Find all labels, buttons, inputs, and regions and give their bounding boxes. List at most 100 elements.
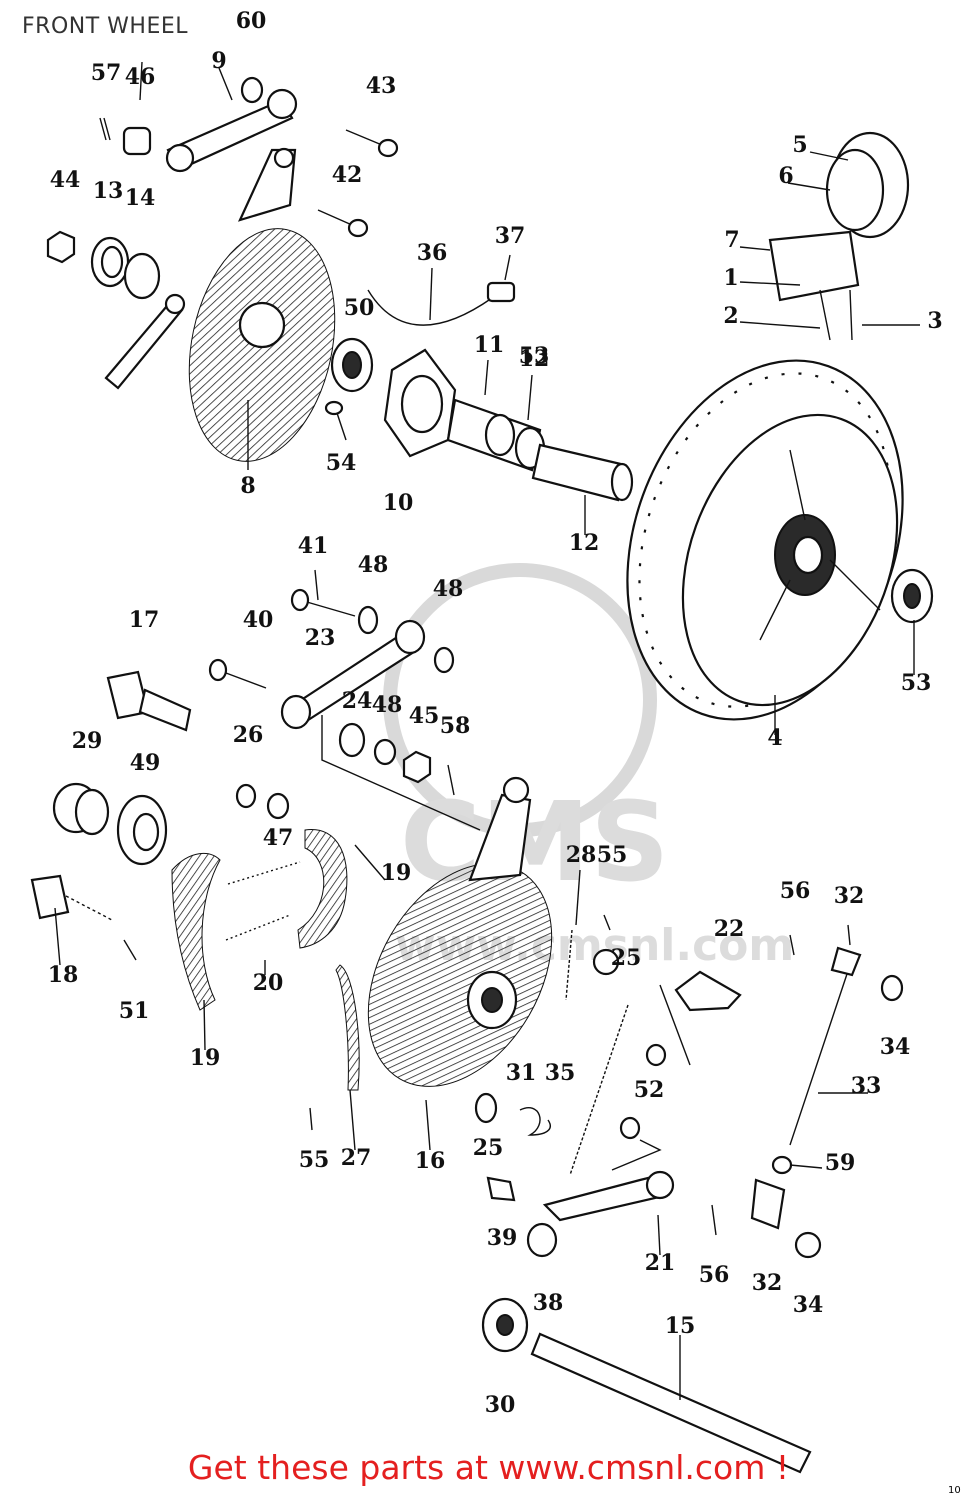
part-number-label[interactable]: 3 (927, 308, 942, 334)
collar-24 (338, 722, 366, 758)
part-number-label[interactable]: 53 (901, 670, 932, 696)
axle-spacers (446, 398, 634, 502)
part-number-label[interactable]: 56 (780, 878, 811, 904)
bearing-53-right (890, 568, 934, 624)
part-number-label[interactable]: 33 (851, 1073, 882, 1099)
part-number-label[interactable]: 46 (125, 64, 156, 90)
part-number-label[interactable]: 31 (506, 1060, 537, 1086)
part-number-label[interactable]: 36 (417, 240, 448, 266)
front-axle (530, 1332, 812, 1474)
part-number-label[interactable]: 10 (383, 490, 414, 516)
part-number-label[interactable]: 53 (519, 343, 550, 369)
part-number-label[interactable]: 20 (253, 970, 284, 996)
washer-48b (433, 646, 455, 674)
part-number-label[interactable]: 5 (792, 132, 807, 158)
part-number-label[interactable]: 39 (487, 1225, 518, 1251)
part-number-label[interactable]: 27 (341, 1145, 372, 1171)
part-number-label[interactable]: 48 (358, 552, 389, 578)
part-number-label[interactable]: 13 (93, 178, 124, 204)
part-number-label[interactable]: 48 (433, 576, 464, 602)
part-number-label[interactable]: 9 (211, 48, 226, 74)
part-number-label[interactable]: 54 (326, 450, 357, 476)
part-number-label[interactable]: 7 (724, 227, 739, 253)
part-number-label[interactable]: 60 (236, 8, 267, 34)
part-number-label[interactable]: 8 (240, 473, 255, 499)
part-number-label[interactable]: 22 (714, 916, 745, 942)
brake-shoe-right (297, 829, 348, 949)
part-number-label[interactable]: 19 (381, 860, 412, 886)
part-number-label[interactable]: 24 (342, 688, 373, 714)
retainer-plate-10 (383, 348, 457, 458)
bolt-52 (619, 1043, 667, 1140)
part-number-label[interactable]: 16 (415, 1148, 446, 1174)
part-number-label[interactable]: 11 (474, 332, 505, 358)
part-number-label[interactable]: 34 (880, 1034, 911, 1060)
part-number-label[interactable]: 2 (723, 303, 738, 329)
part-number-label[interactable]: 40 (243, 607, 274, 633)
brake-arm-21 (542, 1170, 675, 1222)
washer-25a (592, 948, 620, 976)
part-number-label[interactable]: 55 (597, 842, 628, 868)
bolt-40 (208, 658, 267, 689)
part-number-label[interactable]: 1 (723, 265, 738, 291)
part-number-label[interactable]: 15 (665, 1313, 696, 1339)
part-number-label[interactable]: 58 (440, 713, 471, 739)
part-number-label[interactable]: 41 (298, 533, 329, 559)
screw-54 (324, 400, 347, 441)
brake-shoe-left (171, 852, 221, 1011)
part-number-label[interactable]: 37 (495, 223, 526, 249)
part-number-label[interactable]: 42 (332, 162, 363, 188)
washer-48a (357, 605, 379, 635)
bolt-43 (345, 129, 399, 158)
seal-49 (116, 794, 168, 866)
part-number-label[interactable]: 17 (129, 607, 160, 633)
pin-39 (486, 1176, 516, 1202)
part-number-label[interactable]: 4 (767, 725, 782, 751)
part-number-label[interactable]: 12 (569, 530, 600, 556)
bolt-34b (794, 1231, 822, 1259)
part-number-label[interactable]: 14 (125, 185, 156, 211)
return-springs (225, 861, 301, 941)
part-number-label[interactable]: 52 (634, 1077, 665, 1103)
part-number-label[interactable]: 21 (645, 1250, 676, 1276)
brake-rod-33 (789, 946, 862, 1146)
part-number-label[interactable]: 32 (752, 1270, 783, 1296)
part-number-label[interactable]: 6 (778, 163, 793, 189)
dust-seal-27 (335, 964, 360, 1091)
part-number-label[interactable]: 49 (130, 750, 161, 776)
part-number-label[interactable]: 25 (611, 945, 642, 971)
wheel-rim (626, 359, 904, 721)
part-number-label[interactable]: 47 (263, 825, 294, 851)
pin-58 (447, 764, 455, 796)
part-number-label[interactable]: 29 (72, 728, 103, 754)
part-number-label[interactable]: 35 (545, 1060, 576, 1086)
part-number-label[interactable]: 43 (366, 73, 397, 99)
cotter-pin-57 (99, 117, 111, 141)
part-number-label[interactable]: 19 (190, 1045, 221, 1071)
part-number-label[interactable]: 12 (519, 346, 550, 372)
part-number-label[interactable]: 56 (699, 1262, 730, 1288)
part-number-label[interactable]: 32 (834, 883, 865, 909)
cam-block-18 (30, 874, 113, 921)
part-number-label[interactable]: 48 (372, 692, 403, 718)
part-number-label[interactable]: 45 (409, 703, 440, 729)
footer-parts-link[interactable]: Get these parts at www.cmsnl.com ! (187, 1448, 790, 1487)
part-number-label[interactable]: 51 (119, 998, 150, 1024)
part-number-label[interactable]: 30 (485, 1392, 516, 1418)
part-number-label[interactable]: 59 (825, 1150, 856, 1176)
part-number-label[interactable]: 26 (233, 722, 264, 748)
part-number-label[interactable]: 34 (793, 1292, 824, 1318)
pin-56b (711, 1204, 717, 1236)
part-number-label[interactable]: 50 (344, 295, 375, 321)
part-number-label[interactable]: 18 (48, 962, 79, 988)
speedo-cable (367, 281, 516, 326)
part-number-label[interactable]: 44 (50, 167, 81, 193)
part-number-label[interactable]: 25 (473, 1135, 504, 1161)
part-number-label[interactable]: 23 (305, 625, 336, 651)
part-number-label[interactable]: 55 (299, 1147, 330, 1173)
part-number-label[interactable]: 38 (533, 1290, 564, 1316)
part-number-label[interactable]: 57 (91, 60, 122, 86)
part-number-label[interactable]: 28 (566, 842, 597, 868)
